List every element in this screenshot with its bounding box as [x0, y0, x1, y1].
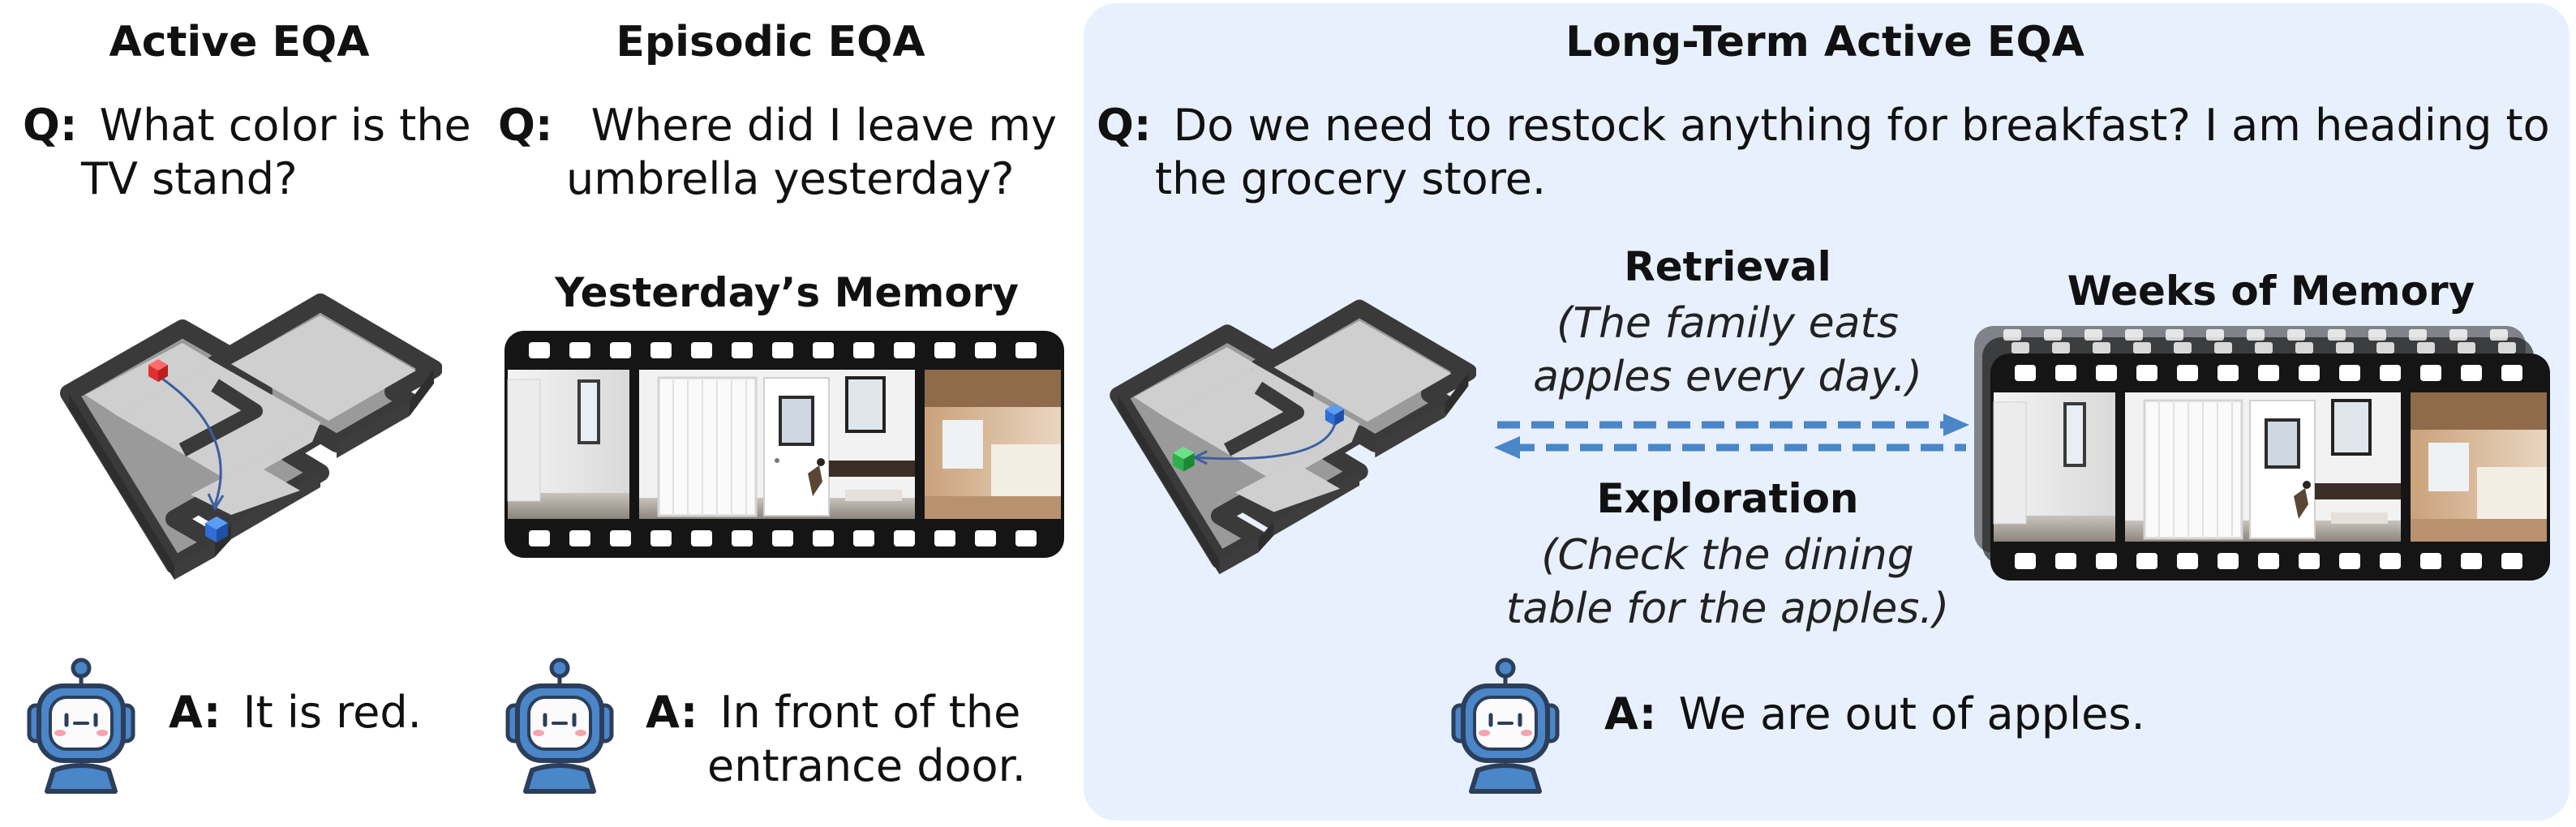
active-answer: A: It is red. — [169, 686, 422, 739]
a-prefix: A: — [646, 687, 698, 738]
episodic-question: Q: Where did I leave my umbrella yesterd… — [498, 99, 1057, 206]
exploration-label: Exploration — [1596, 475, 1859, 522]
episodic-eqa-title: Episodic EQA — [616, 18, 925, 66]
answer-text: It is red. — [243, 687, 422, 738]
exploration-note-line-1: (Check the dining — [1541, 531, 1914, 580]
answer-line-2: entrance door. — [707, 740, 1026, 791]
exploration-note-line-2: table for the apples.) — [1505, 585, 1950, 633]
retrieval-note-line-1: (The family eats — [1556, 299, 1899, 348]
robot-icon — [505, 658, 614, 794]
q-prefix: Q: — [23, 100, 78, 151]
question-line-1: Where did I leave my — [590, 100, 1057, 151]
question-line-2: TV stand? — [81, 153, 298, 204]
maze-map-icon — [60, 294, 442, 580]
question-line-2: umbrella yesterday? — [566, 153, 1015, 204]
episodic-answer: A: In front of the entrance door. — [646, 686, 1026, 793]
exploration-note: (Check the dining table for the apples.) — [1484, 529, 1971, 636]
active-question: Q: What color is the TV stand? — [23, 99, 471, 206]
longterm-eqa-title: Long-Term Active EQA — [1565, 18, 2084, 66]
retrieval-label: Retrieval — [1624, 243, 1831, 290]
a-prefix: A: — [1604, 688, 1657, 739]
answer-line-1: In front of the — [719, 687, 1021, 738]
agent-cube-icon — [1324, 404, 1344, 426]
question-line-1: Do we need to restock anything for break… — [1173, 100, 2550, 151]
question-line-1: What color is the — [99, 100, 471, 151]
answer-text: We are out of apples. — [1678, 688, 2145, 739]
retrieval-note-line-2: apples every day.) — [1533, 353, 1922, 401]
retrieval-exploration-arrows — [1494, 414, 1969, 459]
film-strip-icon — [1974, 326, 2550, 581]
robot-icon — [27, 658, 135, 794]
maze-map-icon — [1110, 299, 1476, 575]
question-line-2: the grocery store. — [1155, 153, 1547, 204]
weeks-of-memory-label: Weeks of Memory — [2067, 268, 2475, 315]
film-strip-icon — [504, 331, 1064, 558]
longterm-answer: A: We are out of apples. — [1604, 688, 2145, 741]
arrow-left-icon — [1494, 436, 1966, 459]
robot-icon — [1451, 658, 1560, 794]
yesterdays-memory-label: Yesterday’s Memory — [555, 269, 1019, 316]
longterm-question: Q: Do we need to restock anything for br… — [1097, 99, 2550, 206]
retrieval-note: (The family eats apples every day.) — [1501, 297, 1955, 404]
agent-cube-icon — [148, 359, 168, 382]
q-prefix: Q: — [1097, 100, 1152, 151]
a-prefix: A: — [169, 687, 221, 738]
q-prefix: Q: — [498, 100, 553, 151]
arrow-right-icon — [1497, 414, 1969, 436]
active-eqa-title: Active EQA — [109, 18, 370, 66]
